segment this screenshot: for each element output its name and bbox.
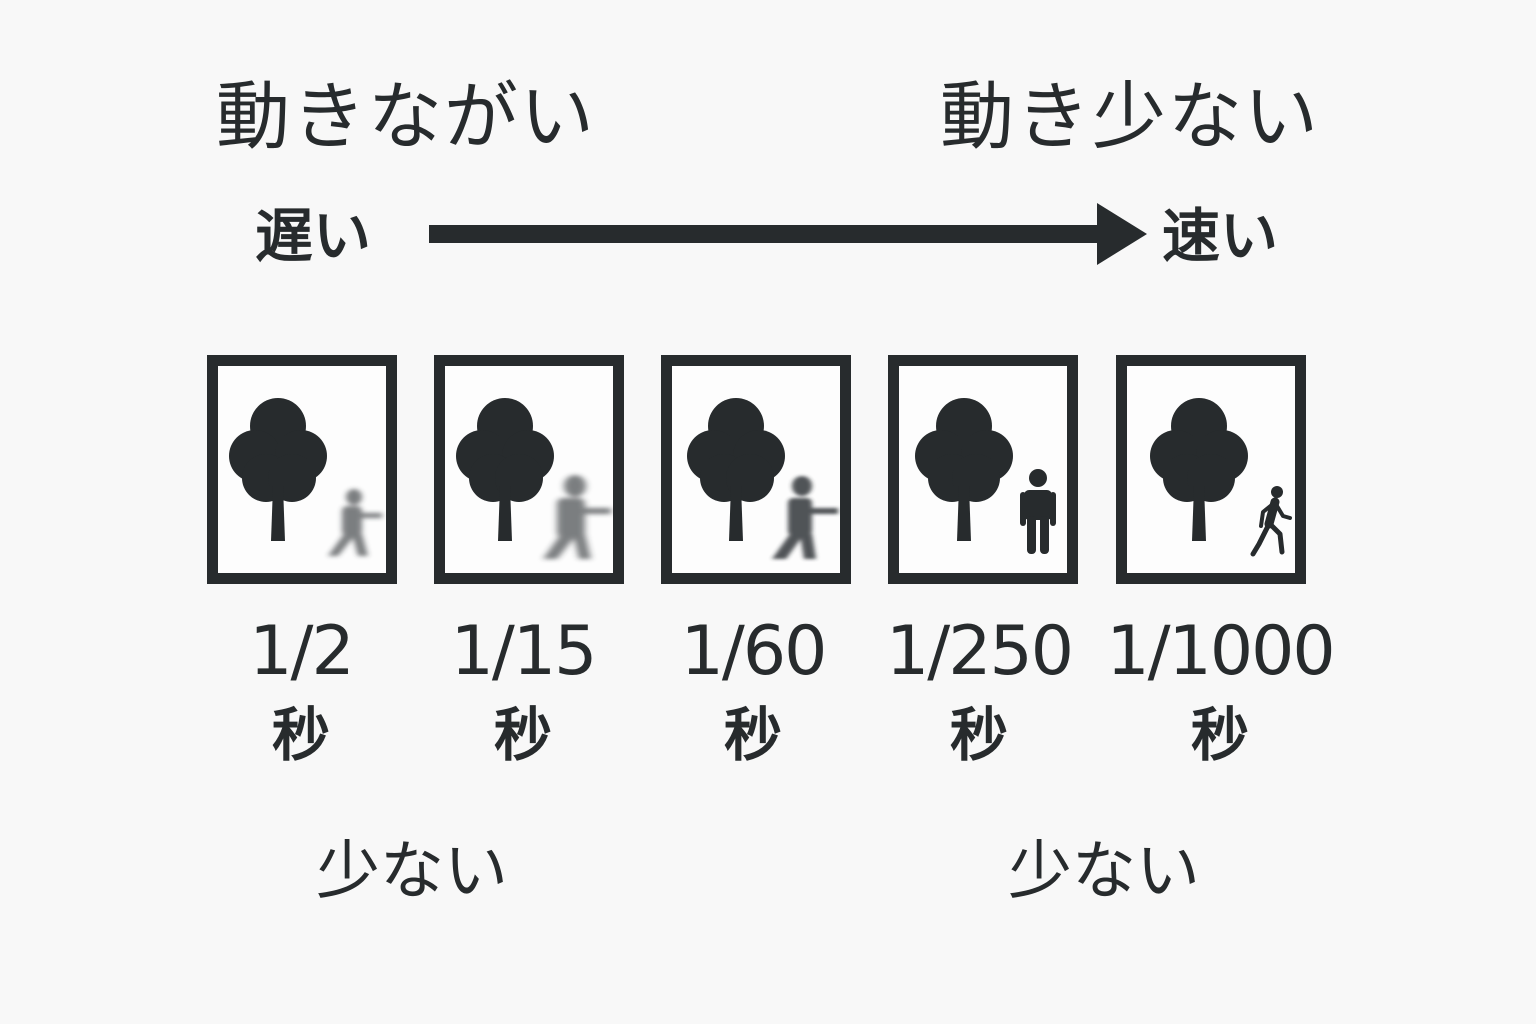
shutter-unit: 秒 (493, 701, 552, 769)
heading-right: 動き少ない (940, 74, 1320, 160)
heading-left: 動きながい (216, 74, 596, 160)
arrow-right-icon (429, 203, 1147, 265)
walking-person-icon (1250, 486, 1292, 557)
tree-icon (229, 398, 327, 541)
blurred-runner-icon (328, 489, 382, 556)
slow-label: 遅い (255, 202, 372, 270)
tree-icon (687, 398, 785, 541)
caption-1-15: 1/15 秒 (408, 612, 638, 769)
bottom-label-left: 少ない (316, 835, 508, 909)
shutter-value: 1/60 (680, 612, 828, 691)
caption-1-60: 1/60 秒 (638, 612, 868, 769)
shutter-value: 1/15 (450, 612, 598, 691)
tree-icon (456, 398, 554, 541)
frame-shutter-1-1000 (1116, 355, 1306, 584)
shutter-value: 1/2 (249, 612, 354, 691)
caption-1-1000: 1/1000 秒 (1105, 612, 1335, 769)
shutter-value: 1/1000 (1106, 612, 1335, 691)
tree-icon (1150, 398, 1248, 541)
tree-icon (915, 398, 1013, 541)
shutter-unit: 秒 (949, 701, 1008, 769)
caption-1-2: 1/2 秒 (186, 612, 416, 769)
frame-shutter-1-2 (207, 355, 397, 584)
frame-shutter-1-15 (434, 355, 624, 584)
frame-shutter-1-60 (661, 355, 851, 584)
blurred-runner-icon (543, 475, 611, 559)
frame-shutter-1-250 (888, 355, 1078, 584)
caption-1-250: 1/250 秒 (864, 612, 1094, 769)
bottom-label-right: 少ない (1008, 835, 1200, 909)
standing-person-icon (1020, 469, 1056, 554)
shutter-unit: 秒 (723, 701, 782, 769)
fast-label: 速い (1162, 202, 1279, 270)
shutter-unit: 秒 (271, 701, 330, 769)
blurred-runner-icon (772, 476, 838, 559)
shutter-value: 1/250 (886, 612, 1074, 691)
shutter-unit: 秒 (1190, 701, 1249, 769)
